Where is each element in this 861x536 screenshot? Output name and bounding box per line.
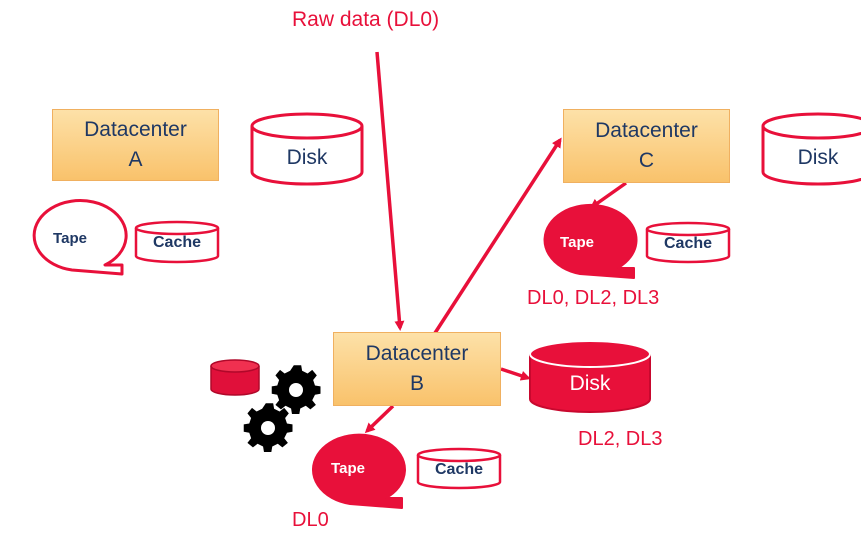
datacenter-c-letter: C: [638, 149, 655, 172]
arrow-c-to-tape: [589, 181, 628, 209]
arrow-raw-to-b: [375, 51, 405, 331]
raw-data-title: Raw data (DL0): [292, 8, 440, 31]
cache-a: [134, 220, 220, 264]
disk-a-label: Disk: [286, 146, 328, 169]
disk-b-data-levels: DL2, DL3: [578, 428, 663, 450]
tape-b: [312, 433, 406, 509]
disk-c: [761, 112, 861, 186]
disk-b-label: Disk: [569, 372, 611, 395]
datacenter-a-name: Datacenter: [84, 118, 187, 141]
gear-icon: [243, 403, 293, 453]
gear-icon: [271, 365, 321, 415]
tape-c-data-levels: DL0, DL2, DL3: [527, 287, 660, 309]
tape-c-label: Tape: [560, 234, 594, 251]
tape-c: [543, 203, 638, 279]
cache-b-label: Cache: [434, 461, 484, 478]
database-icon: [210, 359, 260, 396]
tape-b-data-levels: DL0: [292, 509, 329, 531]
arrow-b-to-tape: [364, 404, 395, 434]
datacenter-c: Datacenter C: [563, 109, 730, 183]
datacenter-a-letter: A: [128, 148, 143, 171]
cache-c: [645, 221, 731, 264]
cache-c-label: Cache: [663, 235, 713, 252]
datacenter-c-name: Datacenter: [595, 119, 698, 142]
cache-a-label: Cache: [152, 234, 202, 251]
datacenter-b-letter: B: [409, 372, 424, 395]
arrow-b-to-c: [433, 137, 562, 334]
tape-a-label: Tape: [53, 230, 87, 247]
cache-b: [416, 447, 502, 490]
datacenter-b-name: Datacenter: [365, 342, 469, 365]
tape-a: [32, 199, 128, 276]
datacenter-b: Datacenter B: [333, 332, 501, 406]
tape-b-label: Tape: [331, 460, 365, 477]
arrow-b-to-disk: [500, 367, 531, 381]
datacenter-a: Datacenter A: [52, 109, 219, 181]
disk-a: [250, 112, 364, 186]
disk-b: [529, 340, 651, 413]
disk-c-label: Disk: [797, 146, 839, 169]
